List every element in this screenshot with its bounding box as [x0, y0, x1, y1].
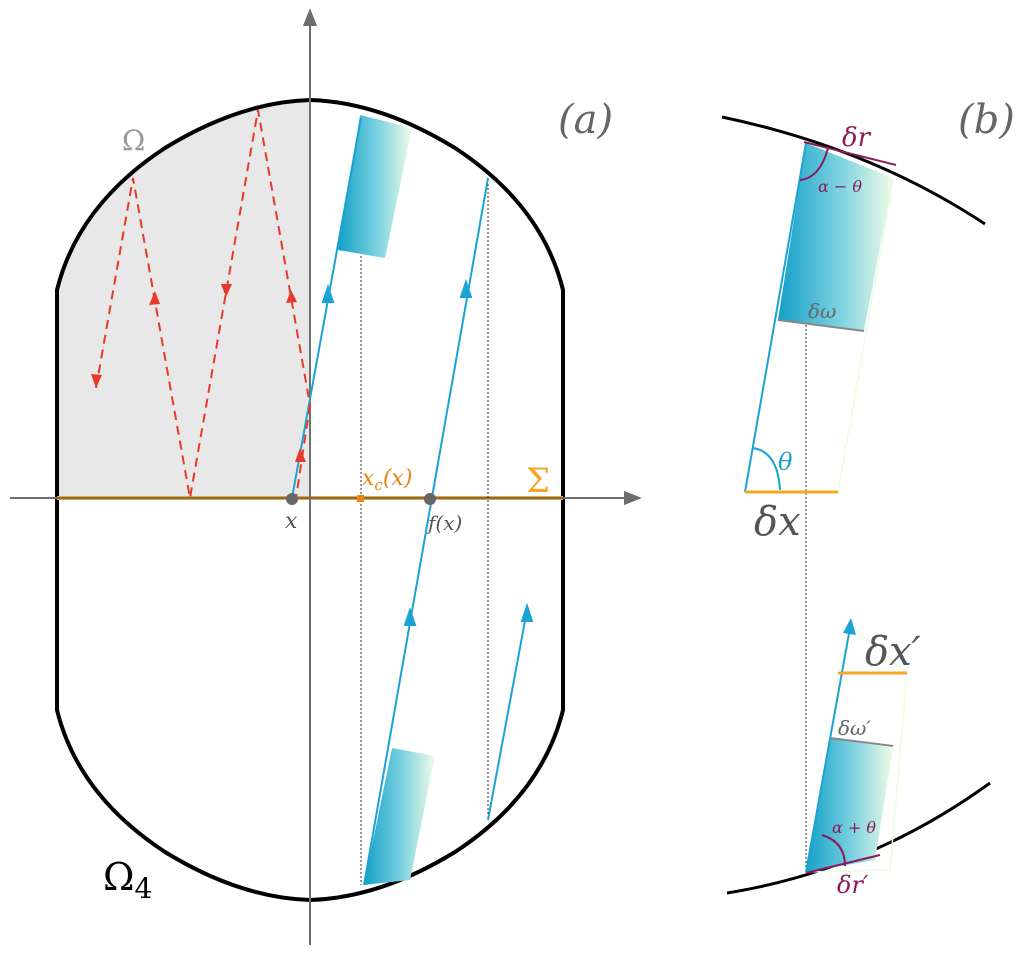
theta-label: θ [778, 448, 793, 476]
red-arrowheads [91, 284, 306, 462]
alpha-plus-theta-label: α + θ [832, 818, 876, 837]
upper-strip-ray [744, 142, 807, 493]
point-xc [357, 495, 364, 502]
xc-main: x [362, 466, 375, 491]
delta-r-segment [803, 141, 897, 166]
region-omega-label: Ω [122, 124, 145, 157]
table-omega-subscript: 4 [135, 872, 153, 905]
delta-omega-label: δω [808, 299, 836, 323]
ray-arrow-2 [459, 278, 473, 298]
upper-gradient-patch [778, 143, 893, 331]
delta-x-label: δx [754, 499, 801, 545]
point-x-label: x [285, 509, 298, 534]
panel-b-label: (b) [958, 97, 1015, 143]
delta-omega-prime-line [829, 737, 894, 747]
beam-patch-top [338, 115, 412, 258]
xc-tail: (x) [383, 466, 413, 491]
red-trajectory [95, 109, 311, 499]
ray-arrow-1 [321, 283, 335, 303]
delta-r-label: δr [842, 123, 872, 153]
xc-subscript: c [374, 476, 383, 494]
blue-rays [291, 117, 534, 886]
lower-ray-arrowhead [843, 618, 856, 635]
theta-arc [752, 447, 781, 491]
beam-patch-bottom [364, 748, 435, 885]
delta-x-prime-label: δx′ [865, 629, 921, 675]
arc-top [721, 115, 986, 226]
panel-b: (b) δr α − θ δω θ δx δx′ δω′ α + θ δr′ [721, 97, 1015, 899]
table-omega-main: Ω [103, 855, 135, 899]
lower-gradient-patch [806, 738, 893, 872]
point-x [286, 493, 298, 505]
delta-omega-prime-label: δω′ [838, 716, 871, 740]
ray-arrow-3 [403, 606, 417, 626]
section-sigma-label: Σ [526, 461, 550, 501]
point-fx [424, 493, 436, 505]
lower-strip-ray [805, 627, 851, 873]
panel-a-label: (a) [558, 97, 613, 143]
alpha-minus-theta-arc [799, 147, 829, 181]
region-omega [57, 100, 310, 498]
alpha-plus-theta-arc [821, 834, 846, 867]
delta-r-prime-segment [805, 854, 881, 874]
point-fx-label: f(x) [426, 511, 462, 535]
table-omega4-label: Ω4 [103, 855, 152, 905]
alpha-minus-theta-label: α − θ [818, 177, 862, 196]
ray-arrow-4 [520, 602, 534, 622]
panel-a: (a) Ω Ω4 Σ x f(x) xc(x) [10, 8, 642, 945]
delta-omega-line [777, 319, 865, 332]
point-xc-label: xc(x) [362, 466, 412, 494]
delta-r-prime-label: δr′ [837, 871, 869, 899]
